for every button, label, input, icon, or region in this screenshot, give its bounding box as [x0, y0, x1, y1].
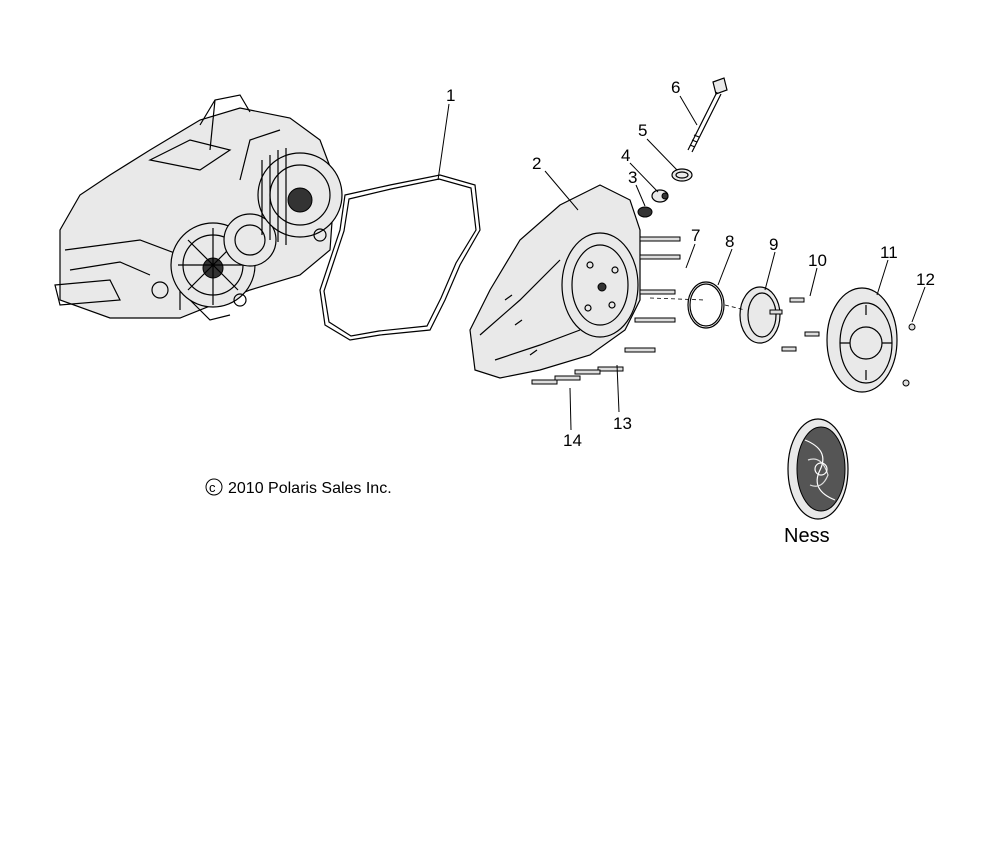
- callout-9: 9: [769, 235, 778, 254]
- primary-cover: [469, 184, 641, 379]
- callouts: 1 2 3 4 5 6 7 8 9 10 11 12 13 14: [446, 78, 935, 450]
- dipstick: [687, 77, 728, 153]
- ness-label: Ness: [784, 525, 830, 547]
- copyright-symbol: c: [209, 480, 216, 495]
- derby-plate: [739, 286, 781, 344]
- callout-10: 10: [808, 251, 827, 270]
- callout-2: 2: [532, 154, 541, 173]
- callout-11: 11: [880, 243, 898, 262]
- leader-lines: [437, 95, 926, 431]
- copyright-text: 2010 Polaris Sales Inc.: [228, 480, 392, 497]
- cover-screws: [902, 323, 916, 387]
- callout-7: 7: [691, 226, 700, 245]
- plug-parts: [637, 168, 693, 218]
- ness-cover: [787, 418, 849, 520]
- callout-13: 13: [613, 414, 632, 433]
- derby-screws: [649, 297, 820, 352]
- callout-12: 12: [916, 270, 935, 289]
- callout-6: 6: [671, 78, 680, 97]
- copyright: c 2010 Polaris Sales Inc.: [205, 478, 392, 497]
- callout-14: 14: [563, 431, 582, 450]
- callout-1: 1: [446, 86, 455, 105]
- derby-cover: [826, 287, 898, 393]
- copyright-symbol-circle: [205, 478, 223, 496]
- callout-5: 5: [638, 121, 647, 140]
- gasket: [319, 174, 481, 341]
- o-ring: [687, 281, 725, 329]
- callout-3: 3: [628, 168, 637, 187]
- callout-4: 4: [621, 146, 630, 165]
- cover-bolts: [531, 236, 681, 385]
- callout-8: 8: [725, 232, 734, 251]
- engine-assembly: [54, 94, 343, 321]
